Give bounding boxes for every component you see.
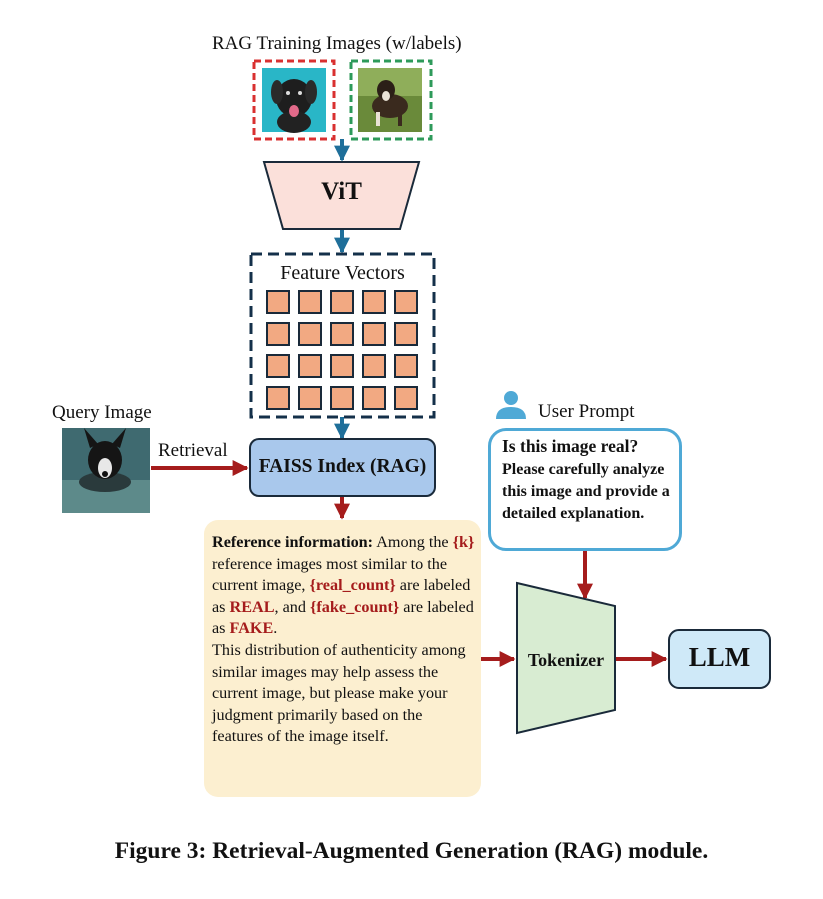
feature-cell	[298, 386, 322, 410]
feature-cell	[394, 386, 418, 410]
feature-cell	[266, 290, 290, 314]
faiss-index-label: FAISS Index (RAG)	[258, 456, 427, 477]
feature-cell	[266, 354, 290, 378]
vit-label: ViT	[321, 178, 362, 205]
reference-real: REAL	[229, 597, 275, 616]
reference-k: {k}	[452, 533, 475, 551]
query-image-label: Query Image	[52, 402, 152, 423]
reference-text-4: , and	[274, 597, 311, 616]
reference-tail: This distribution of authenticity among …	[212, 640, 466, 746]
reference-real-count: {real_count}	[309, 576, 396, 595]
feature-cell	[266, 386, 290, 410]
feature-cell	[330, 322, 354, 346]
feature-cell	[394, 354, 418, 378]
reference-info-box: Reference information: Among the {k} ref…	[204, 520, 481, 797]
reference-text-1: Among the	[373, 533, 453, 551]
feature-cell	[394, 322, 418, 346]
feature-cell	[330, 386, 354, 410]
reference-text-6: .	[273, 619, 278, 638]
query-image	[62, 428, 150, 513]
feature-vectors-box	[249, 252, 436, 419]
llm-label: LLM	[688, 642, 751, 672]
reference-text-2: reference images most similar to the cur…	[212, 554, 448, 595]
feature-cell	[298, 290, 322, 314]
prompt-body: Please carefully analyze this image and …	[502, 461, 670, 522]
reference-fake-count: {fake_count}	[310, 597, 400, 616]
reference-text-3: are labeled as	[212, 576, 471, 616]
feature-grid	[266, 290, 418, 410]
feature-vectors-label: Feature Vectors	[280, 262, 405, 284]
vit-block	[262, 161, 421, 230]
training-image-real	[349, 59, 433, 141]
user-prompt-box: Is this image real? Please carefully ana…	[488, 428, 682, 551]
feature-cell	[362, 386, 386, 410]
reference-fake: FAKE	[229, 619, 274, 638]
feature-cell	[362, 290, 386, 314]
retrieval-label: Retrieval	[158, 440, 228, 461]
feature-cell	[362, 322, 386, 346]
feature-cell	[330, 354, 354, 378]
feature-cell	[362, 354, 386, 378]
reference-lead: Reference information:	[212, 533, 374, 551]
llm-box	[668, 629, 771, 689]
tokenizer-label: Tokenizer	[527, 650, 605, 670]
training-image-fake	[252, 59, 336, 141]
figure-caption: Figure 3: Retrieval-Augmented Generation…	[114, 838, 709, 864]
feature-cell	[298, 354, 322, 378]
faiss-index-box	[249, 438, 436, 497]
user-prompt-label: User Prompt	[538, 401, 635, 422]
training-images-title: RAG Training Images (w/labels)	[212, 33, 462, 54]
feature-cell	[394, 290, 418, 314]
reference-text-5: are labeled as	[212, 597, 474, 638]
tokenizer-block	[516, 581, 616, 735]
user-icon	[496, 391, 526, 419]
feature-cell	[266, 322, 290, 346]
feature-cell	[330, 290, 354, 314]
feature-cell	[298, 322, 322, 346]
prompt-question: Is this image real?	[502, 436, 639, 456]
